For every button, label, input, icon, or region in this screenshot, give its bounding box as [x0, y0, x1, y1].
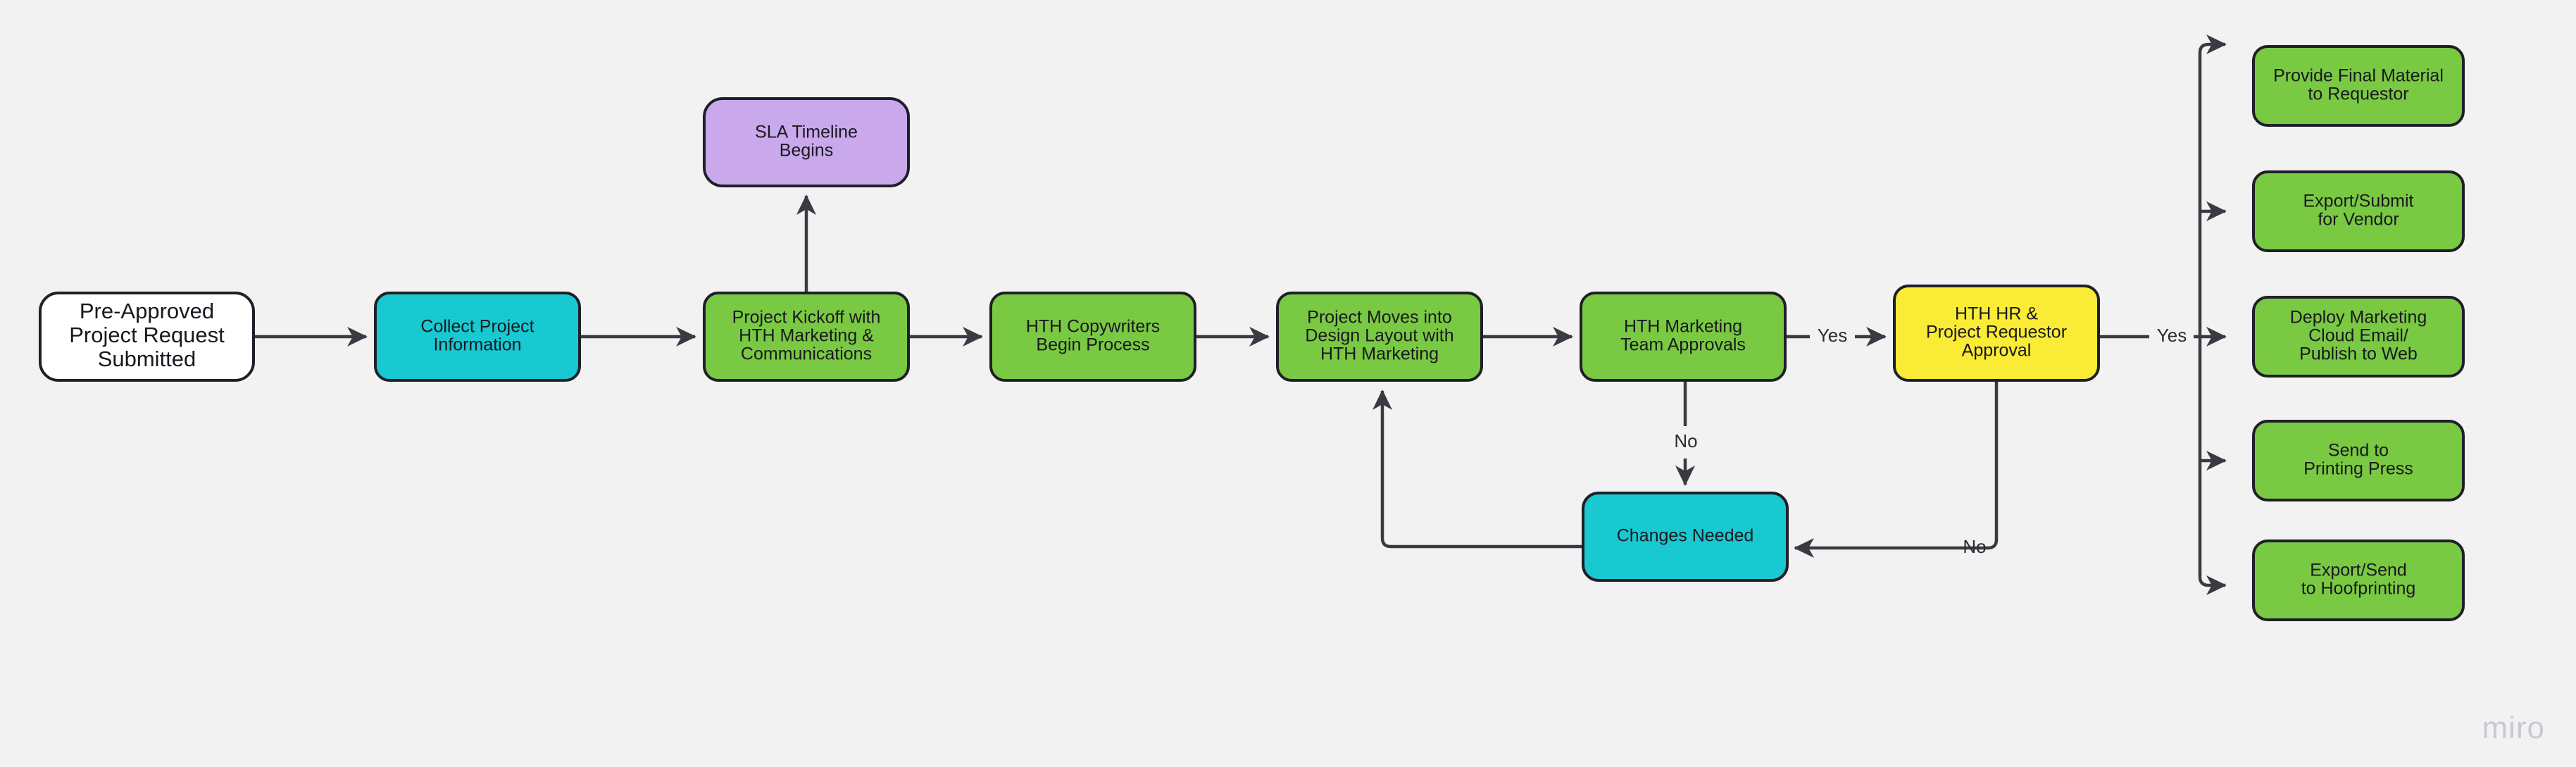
edge-approvals-to-changes-needed-no-label: No: [1674, 430, 1697, 451]
node-shape-hth-hr-and-project-requestor-approval[interactable]: [1893, 285, 2100, 382]
node-label-sla-timeline-begins: Begins: [780, 141, 833, 161]
node-label-deploy-marketing-cloud-email-publish-to-web: Cloud Email/: [2308, 326, 2408, 346]
edge-hr-approval-to-changes-needed-no-label: No: [1963, 536, 1986, 557]
node-label-hth-copywriters-begin-process: Begin Process: [1036, 335, 1149, 355]
node-label-pre-approved-project-request-submitted: Submitted: [98, 347, 196, 371]
node-label-project-moves-into-design-layout-with-hth-marketing: HTH Marketing: [1320, 344, 1439, 364]
node-label-collect-project-information: Collect Project: [420, 317, 534, 337]
node-label-project-moves-into-design-layout-with-hth-marketing: Design Layout with: [1305, 326, 1453, 346]
node-label-changes-needed: Changes Needed: [1617, 526, 1754, 546]
node-shape-export-send-to-hoofprinting[interactable]: [2252, 540, 2465, 621]
node-shape-send-to-printing-press[interactable]: [2252, 420, 2465, 501]
node-label-project-kickoff-with-hth-marketing-and-communications: Project Kickoff with: [732, 308, 881, 328]
node-label-hth-hr-and-project-requestor-approval: Project Requestor: [1926, 323, 2067, 342]
node-label-deploy-marketing-cloud-email-publish-to-web: Deploy Marketing: [2290, 308, 2427, 328]
node-shape-project-kickoff-with-hth-marketing-and-communications[interactable]: [703, 292, 910, 382]
edge-approvals-to-hr-approval-yes-label: Yes: [1818, 325, 1847, 346]
node-shape-hth-copywriters-begin-process[interactable]: [989, 292, 1196, 382]
edge-branch-trunk: [2198, 337, 2227, 596]
node-shape-collect-project-information[interactable]: [374, 292, 581, 382]
node-shape-export-submit-for-vendor[interactable]: [2252, 170, 2465, 252]
node-label-collect-project-information: Information: [433, 335, 521, 355]
node-label-pre-approved-project-request-submitted: Project Request: [69, 323, 225, 347]
node-shape-changes-needed[interactable]: [1582, 492, 1789, 582]
node-label-sla-timeline-begins: SLA Timeline: [755, 123, 858, 142]
node-label-pre-approved-project-request-submitted: Pre-Approved: [80, 299, 214, 323]
edge-hr-approval-to-changes-needed-no: [1954, 382, 1999, 550]
node-label-export-submit-for-vendor: for Vendor: [2318, 210, 2399, 230]
node-label-hth-marketing-team-approvals: HTH Marketing: [1624, 317, 1742, 337]
node-label-export-send-to-hoofprinting: to Hoofprinting: [2301, 579, 2416, 599]
node-shape-deploy-marketing-cloud-email-publish-to-web[interactable]: [2252, 296, 2465, 378]
node-shape-sla-timeline-begins[interactable]: [703, 97, 910, 187]
node-shape-hth-marketing-team-approvals[interactable]: [1580, 292, 1787, 382]
node-label-export-send-to-hoofprinting: Export/Send: [2310, 561, 2407, 580]
node-changes-needed[interactable]: Changes Needed: [1582, 492, 1789, 582]
node-shape-provide-final-material-to-requestor[interactable]: [2252, 45, 2465, 127]
node-label-export-submit-for-vendor: Export/Submit: [2303, 192, 2413, 211]
edge-changes-needed-to-design: [1372, 389, 1582, 549]
node-label-hth-hr-and-project-requestor-approval: HTH HR &: [1955, 304, 2038, 324]
node-label-provide-final-material-to-requestor: to Requestor: [2308, 85, 2408, 104]
miro-watermark: miro: [2482, 711, 2545, 745]
edge-layer: [255, 34, 2227, 596]
node-label-provide-final-material-to-requestor: Provide Final Material: [2273, 66, 2444, 86]
node-label-deploy-marketing-cloud-email-publish-to-web: Publish to Web: [2299, 344, 2418, 364]
node-label-project-kickoff-with-hth-marketing-and-communications: Communications: [741, 344, 872, 364]
node-label-hth-marketing-team-approvals: Team Approvals: [1620, 335, 1746, 355]
node-label-hth-hr-and-project-requestor-approval: Approval: [1962, 341, 2032, 361]
node-label-send-to-printing-press: Send to: [2328, 441, 2389, 461]
node-label-project-kickoff-with-hth-marketing-and-communications: HTH Marketing &: [739, 326, 874, 346]
node-shape-pre-approved-project-request-submitted[interactable]: [39, 292, 255, 382]
node-label-project-moves-into-design-layout-with-hth-marketing: Project Moves into: [1307, 308, 1452, 328]
edge-hr-approval-to-deliverables-yes-label: Yes: [2157, 325, 2187, 346]
node-label-hth-copywriters-begin-process: HTH Copywriters: [1026, 317, 1160, 337]
edge-branch-trunk: [2198, 34, 2227, 337]
node-shape-project-moves-into-design-layout-with-hth-marketing[interactable]: [1276, 292, 1483, 382]
node-label-send-to-printing-press: Printing Press: [2303, 459, 2413, 479]
